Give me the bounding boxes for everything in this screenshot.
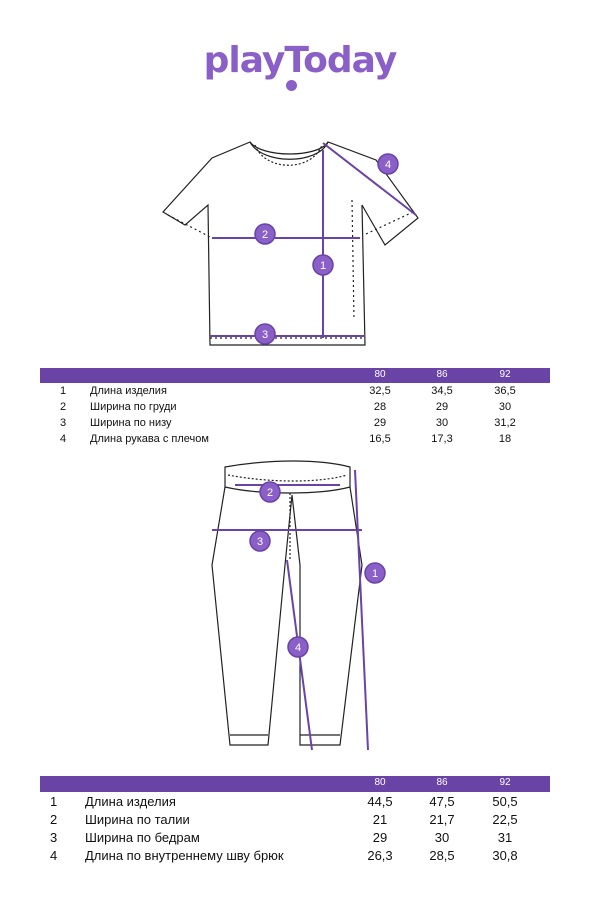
pants-marker-label-3: 3 — [257, 536, 263, 548]
size-80: 80 — [374, 777, 386, 788]
row-label: Ширина по талии — [85, 812, 190, 827]
cell-80: 29 — [372, 830, 388, 845]
cell-80: 26,3 — [367, 848, 393, 863]
row-number: 4 — [60, 433, 67, 445]
pants-marker-2 — [259, 481, 281, 503]
pants-marker-label-2: 2 — [267, 487, 273, 499]
row-number: 2 — [60, 401, 67, 413]
table-row: 4 Длина рукава с плечом 16,5 17,3 18 — [40, 431, 550, 447]
shirt-marker-2 — [254, 223, 276, 245]
pants-marker-1 — [364, 562, 386, 584]
cell-80: 28 — [373, 401, 387, 413]
cell-92: 30,8 — [492, 848, 518, 863]
cell-92: 30 — [498, 401, 512, 413]
pants-table-header: 80 86 92 — [40, 776, 550, 792]
cell-92: 18 — [498, 433, 512, 445]
shirt-marker-label-3: 3 — [262, 329, 268, 341]
shirt-marker-1 — [312, 254, 334, 276]
cell-92: 31 — [497, 830, 513, 845]
size-92: 92 — [499, 777, 511, 788]
row-number: 3 — [60, 417, 67, 429]
pants-drawing: 1 2 3 4 — [211, 460, 386, 751]
pants-marker-label-4: 4 — [295, 642, 301, 654]
row-label: Ширина по бедрам — [85, 830, 200, 845]
cell-86: 21,7 — [429, 812, 455, 827]
cell-92: 31,2 — [494, 417, 516, 429]
cell-86: 30 — [434, 830, 450, 845]
row-number: 1 — [60, 385, 67, 397]
row-label: Длина изделия — [85, 794, 176, 809]
cell-80: 21 — [372, 812, 388, 827]
cell-86: 34,5 — [431, 385, 453, 397]
shirt-marker-3 — [254, 323, 276, 345]
row-number: 4 — [50, 848, 58, 863]
cell-92: 22,5 — [492, 812, 518, 827]
cell-80: 29 — [373, 417, 387, 429]
brand-logo: playToday — [0, 40, 600, 81]
size-80: 80 — [374, 369, 386, 380]
cell-86: 28,5 — [429, 848, 455, 863]
size-86: 86 — [436, 369, 448, 380]
table-row: 3 Ширина по низу 29 30 31,2 — [40, 415, 550, 431]
pants-marker-3 — [249, 530, 271, 552]
size-92: 92 — [499, 369, 511, 380]
table-row: 4 Длина по внутреннему шву брюк 26,3 28,… — [40, 846, 550, 864]
table-row: 2 Ширина по талии 21 21,7 22,5 — [40, 810, 550, 828]
table-row: 2 Ширина по груди 28 29 30 — [40, 399, 550, 415]
cell-86: 30 — [435, 417, 449, 429]
shirt-marker-4 — [377, 153, 399, 175]
cell-86: 17,3 — [431, 433, 453, 445]
brand-logo-text: playToday — [203, 40, 398, 81]
pants-size-table: 80 86 92 1 Длина изделия 44,5 47,5 50,5 … — [40, 776, 550, 864]
shirt-size-table: 80 86 92 1 Длина изделия 32,5 34,5 36,5 … — [40, 368, 550, 447]
pants-marker-4 — [287, 636, 309, 658]
cell-80: 16,5 — [369, 433, 391, 445]
shirt-table-header: 80 86 92 — [40, 368, 550, 383]
row-number: 3 — [50, 830, 58, 845]
cell-80: 32,5 — [369, 385, 391, 397]
tshirt-drawing: 1 2 3 4 — [162, 141, 419, 346]
logo-dot — [286, 80, 297, 91]
shirt-marker-label-1: 1 — [320, 260, 326, 272]
cell-92: 50,5 — [492, 794, 518, 809]
cell-92: 36,5 — [494, 385, 516, 397]
row-number: 1 — [50, 794, 58, 809]
row-label: Длина по внутреннему шву брюк — [85, 848, 284, 863]
cell-86: 47,5 — [429, 794, 455, 809]
shirt-marker-label-2: 2 — [262, 229, 268, 241]
row-label: Длина рукава с плечом — [90, 433, 209, 445]
pants-marker-label-1: 1 — [372, 568, 378, 580]
shirt-marker-label-4: 4 — [385, 159, 391, 171]
row-number: 2 — [50, 812, 58, 827]
row-label: Ширина по низу — [90, 417, 172, 429]
cell-80: 44,5 — [367, 794, 393, 809]
size-86: 86 — [436, 777, 448, 788]
table-row: 1 Длина изделия 32,5 34,5 36,5 — [40, 383, 550, 399]
row-label: Длина изделия — [90, 385, 167, 397]
table-row: 1 Длина изделия 44,5 47,5 50,5 — [40, 792, 550, 810]
table-row: 3 Ширина по бедрам 29 30 31 — [40, 828, 550, 846]
cell-86: 29 — [435, 401, 449, 413]
row-label: Ширина по груди — [90, 401, 177, 413]
